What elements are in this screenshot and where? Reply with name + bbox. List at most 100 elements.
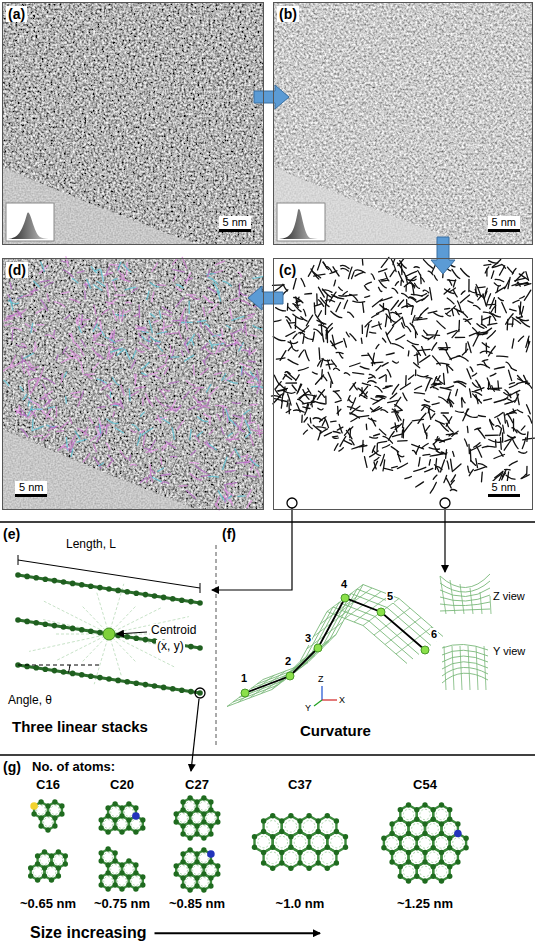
fringe-trace: [43, 384, 46, 389]
carbon-atom: [187, 847, 192, 852]
fringe-trace: [238, 342, 242, 346]
fringe-trace: [4, 318, 13, 321]
carbon-atom: [112, 882, 117, 887]
fringe-trace: [70, 299, 80, 303]
carbon-atom: [112, 858, 117, 863]
fringe-trace: [206, 326, 213, 335]
aromatic-ring: [322, 852, 334, 864]
aromatic-ring: [111, 808, 120, 817]
carbon-atom: [140, 882, 145, 887]
fringe-trace: [392, 466, 398, 468]
carbon-atom: [422, 859, 427, 864]
fringe-trace: [21, 429, 28, 437]
fringe-trace: [462, 398, 465, 403]
fringe-trace: [301, 317, 307, 322]
carbon-atom: [194, 851, 199, 856]
fringe-trace: [150, 337, 160, 342]
fringe-trace: [496, 287, 505, 293]
fringe-trace: [278, 388, 288, 390]
carbon-atom: [126, 825, 131, 830]
aromatic-ring: [111, 865, 120, 874]
centroid-pointer: [117, 632, 147, 634]
fringe-trace: [450, 490, 456, 491]
carbon-atom: [447, 874, 452, 879]
atom-dot: [179, 687, 185, 693]
z-view-mesh: [440, 595, 490, 601]
fringe-trace: [276, 308, 286, 311]
fringe-trace: [428, 271, 433, 275]
fringe-trace: [299, 391, 309, 398]
fringe-trace: [320, 429, 327, 434]
atom-dot: [61, 669, 67, 675]
fringe-trace: [129, 389, 131, 401]
atom-dot: [134, 590, 140, 596]
z-view-mesh: [440, 588, 490, 597]
fringe-trace: [360, 386, 368, 396]
carbon-atom: [52, 815, 57, 820]
fringe-trace: [207, 385, 212, 392]
fringe-trace: [162, 307, 171, 313]
carbon-atom: [194, 875, 199, 880]
carbon-atom: [99, 882, 104, 887]
carbon-atom: [316, 850, 321, 855]
fringe-trace: [288, 342, 298, 344]
fringe-trace: [136, 349, 144, 352]
atom-dot: [170, 686, 176, 692]
atom-dot: [124, 634, 130, 640]
fringe-trace: [81, 362, 83, 373]
fringe-trace: [142, 398, 143, 405]
fringe-trace: [447, 331, 456, 334]
fringe-trace: [465, 414, 478, 418]
fringe-trace: [139, 343, 149, 349]
fringe-trace: [244, 475, 257, 477]
fringe-trace: [437, 363, 449, 365]
atom-dot: [15, 572, 21, 578]
fringe-trace: [360, 366, 369, 369]
carbon-atom: [414, 817, 419, 822]
fringe-trace: [398, 300, 403, 307]
fringe-trace: [318, 311, 321, 317]
fringe-trace: [221, 428, 224, 435]
fringe-trace: [488, 389, 500, 391]
stack-line: [18, 575, 200, 603]
fringe-trace: [325, 396, 327, 404]
carbon-atom: [431, 874, 436, 879]
fringe-trace: [151, 470, 155, 474]
fringe-trace: [242, 415, 243, 426]
carbon-atom: [38, 799, 43, 804]
fringe-trace: [381, 410, 388, 413]
fringe-trace: [374, 434, 380, 436]
fringe-trace: [61, 358, 71, 363]
fringe-trace: [500, 266, 505, 275]
fringe-trace: [512, 428, 517, 433]
fringe-trace: [464, 319, 471, 324]
fringe-trace: [478, 416, 485, 417]
atom-dot: [70, 626, 76, 632]
fringe-trace: [49, 426, 59, 430]
size-label: ~0.65 nm: [20, 897, 76, 912]
fringe-trace: [257, 370, 259, 381]
fringe-trace: [305, 293, 312, 295]
fringe-trace: [21, 356, 23, 363]
fringe-trace: [498, 298, 503, 301]
fringe-trace: [222, 406, 224, 417]
fringe-trace: [445, 308, 450, 310]
fringe-trace: [32, 419, 34, 429]
bond-ring: [327, 832, 345, 853]
fringe-trace: [341, 268, 348, 271]
fringe-trace: [235, 449, 240, 458]
carbon-atom: [119, 829, 124, 834]
vacuum-region: [273, 167, 468, 245]
fringe-trace: [43, 378, 55, 384]
fringe-trace: [98, 407, 105, 408]
fringe-trace: [130, 464, 136, 466]
fringe-trace: [250, 335, 256, 337]
fringe-trace: [491, 271, 493, 278]
carbon-atom: [406, 802, 411, 807]
fringe-trace: [306, 315, 312, 326]
fringe-trace: [190, 474, 201, 480]
fringe-trace: [483, 312, 492, 314]
fringe-trace: [414, 393, 424, 394]
fringe-trace: [384, 468, 392, 470]
